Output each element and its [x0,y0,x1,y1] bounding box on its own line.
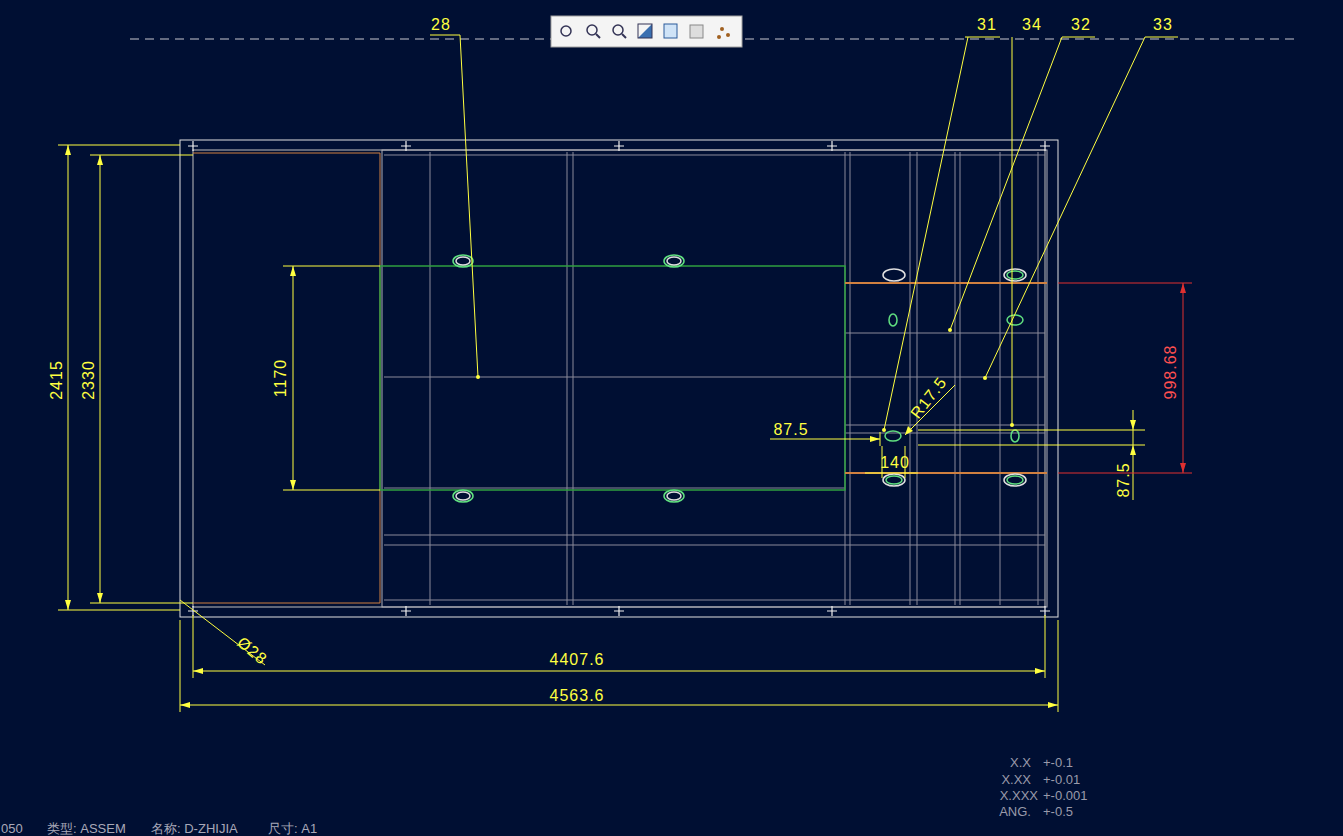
dimension-value: 4563.6 [550,688,605,704]
tolerance-text: +-0.1 [1043,756,1073,769]
tolerance-text: ANG. [999,805,1031,818]
dimension-value: Ø28 [234,634,270,668]
dimension-value: 87.5 [773,422,808,438]
tolerance-text: +-0.5 [1043,805,1073,818]
red-dimension [1058,283,1192,473]
status-text: 050 [1,822,23,835]
tolerance-text: +-0.01 [1043,773,1080,786]
leader-dots [476,328,1014,432]
dimension-value: 140 [880,455,910,471]
toolbar [551,16,742,47]
arrowheads [65,145,1136,708]
orange-line [845,282,1047,284]
callout-number: 34 [1022,17,1042,33]
holes [453,255,1026,502]
dimension-value: 4407.6 [550,652,605,668]
structure-lines [384,152,1045,605]
plus-marks [188,141,1050,616]
tolerance-text: X.XXX [1000,789,1038,802]
tolerance-text: X.XX [1001,773,1031,786]
dimension-value: 998.68 [1163,345,1179,400]
frame [180,140,1058,617]
callout-number: 32 [1071,17,1091,33]
status-text: 名称: D-ZHIJIA [151,822,238,835]
callout-number: 33 [1153,17,1173,33]
arrowheads [1180,283,1186,473]
dimension-value: 2330 [81,360,97,400]
leader-lines [430,35,1178,430]
dimension-value: 1170 [273,359,289,397]
callout-number: 28 [431,17,451,33]
green-outline [380,266,845,490]
dimension-lines [58,145,1145,712]
tolerance-text: X.X [1010,756,1031,769]
dimension-value: 2415 [49,360,65,400]
status-text: 类型: ASSEM [47,822,126,835]
dimension-value: R17.5 [908,374,950,421]
dimension-value: 87.5 [1116,462,1132,497]
tolerance-text: +-0.001 [1043,789,1087,802]
status-text: 尺寸: A1 [268,822,317,835]
callout-number: 31 [977,17,997,33]
